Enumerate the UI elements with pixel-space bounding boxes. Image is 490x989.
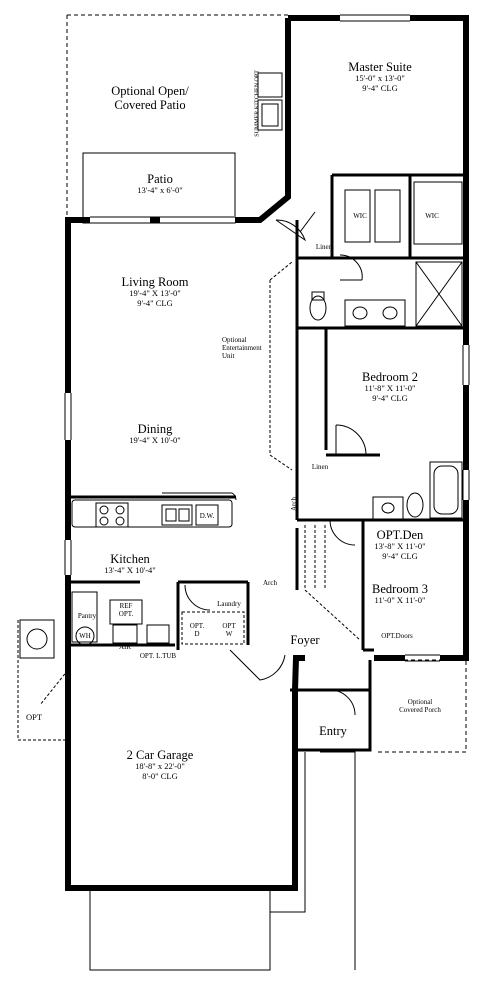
arch-kitchen-label: Arch	[263, 579, 277, 587]
living-room-name: Living Room	[121, 275, 189, 289]
entertainment-line2: Entertainment	[222, 344, 262, 353]
opt-dryer-opt: OPT.	[189, 622, 205, 630]
master-suite-size: 15'-0" x 13'-0"	[355, 73, 405, 84]
interior-walls	[68, 173, 466, 752]
wic-left-label: WIC	[353, 212, 367, 220]
entertainment-unit-outline	[269, 261, 293, 471]
garage-size: 18'-8" x 22'-0"	[135, 761, 185, 772]
linen-master-label: Linen	[315, 243, 333, 251]
garage-optional-door	[17, 620, 69, 741]
openings	[64, 14, 470, 662]
patio-label: Patio 13'-4" x 6'-0"	[100, 172, 220, 196]
windows	[64, 14, 470, 662]
porch-line1: Optional	[407, 698, 433, 706]
kitchen-label: Kitchen 13'-4" X 10'-4"	[80, 552, 180, 576]
patio-name: Patio	[147, 172, 173, 186]
optional-patio-outline	[66, 14, 288, 225]
optional-patio-line1: Optional Open/	[111, 84, 189, 98]
kitchen-size: 13'-4" X 10'-4"	[104, 565, 156, 576]
pantry-label: Pantry	[77, 612, 97, 620]
bedroom3-label: Bedroom 3 11'-0" X 11'-0"	[350, 582, 450, 606]
den-label: OPT.Den 13'-8" X 11'-0" 9'-4" CLG	[350, 528, 450, 562]
summer-kitchen-label: SUMMER KITCHEN OPT	[254, 70, 261, 137]
den-name: OPT.Den	[376, 528, 424, 542]
entry-label: Entry	[319, 724, 347, 738]
master-bath-fixtures	[309, 181, 463, 327]
opt-washer-opt: OPT	[222, 622, 236, 630]
den-size: 13'-8" X 11'-0"	[374, 541, 426, 552]
optional-den-doors	[304, 525, 361, 641]
optional-patio-label: Optional Open/ Covered Patio	[90, 84, 210, 113]
opt-garage-door-label: OPT	[25, 712, 43, 722]
garage-clg: 8'-0" CLG	[142, 771, 178, 782]
foyer-label: Foyer	[290, 633, 320, 647]
dining-name: Dining	[137, 422, 173, 436]
dining-size: 19'-4" X 10'-0"	[129, 435, 181, 446]
opt-dryer-d: D	[194, 630, 200, 639]
bedroom2-name: Bedroom 2	[362, 370, 418, 384]
opt-washer-label: OPT W	[218, 622, 240, 638]
bedroom3-name: Bedroom 3	[372, 582, 428, 596]
entertainment-label: Optional Entertainment Unit	[222, 336, 272, 360]
master-suite-name: Master Suite	[348, 60, 412, 74]
ref-label: REF OPT.	[112, 602, 140, 618]
optional-porch-outline	[376, 659, 467, 753]
garage-label: 2 Car Garage 18'-8" x 22'-0" 8'-0" CLG	[100, 748, 220, 782]
kitchen-fixtures	[19, 492, 245, 659]
entertainment-line3: Unit	[222, 352, 235, 361]
bedroom2-label: Bedroom 2 11'-8" X 11'-0" 9'-4" CLG	[330, 370, 450, 404]
optional-patio-line2: Covered Patio	[114, 98, 186, 113]
opt-washer-w: W	[225, 630, 233, 639]
entertainment-line1: Optional	[222, 336, 247, 344]
bedroom2-size: 11'-8" X 11'-0"	[364, 383, 416, 394]
driveway	[89, 751, 356, 971]
wic-right-label: WIC	[425, 212, 439, 220]
ref-text: REF	[119, 602, 133, 610]
opt-doors-label: OPT.Doors	[381, 632, 413, 640]
dw-label: D.W.	[199, 512, 215, 520]
wh-label: WH	[79, 632, 91, 640]
bedroom2-clg: 9'-4" CLG	[372, 393, 408, 404]
dining-label: Dining 19'-4" X 10'-0"	[95, 422, 215, 446]
porch-label: Optional Covered Porch	[380, 698, 460, 714]
porch-line2: Covered Porch	[399, 706, 441, 715]
linen-hall-label: Linen	[311, 463, 329, 471]
master-suite-clg: 9'-4" CLG	[362, 83, 398, 94]
den-clg: 9'-4" CLG	[382, 551, 418, 562]
arch-hall-label: Arch	[289, 497, 298, 512]
patio-size: 13'-4" x 6'-0"	[137, 185, 183, 196]
living-room-clg: 9'-4" CLG	[137, 298, 173, 309]
bedroom3-size: 11'-0" X 11'-0"	[374, 595, 426, 606]
kitchen-name: Kitchen	[110, 552, 150, 566]
door-swings	[184, 211, 367, 716]
opt-dryer-label: OPT. D	[186, 622, 208, 638]
bath2-fixtures	[372, 461, 463, 520]
living-room-size: 19'-4" X 13'-0"	[129, 288, 181, 299]
garage-name: 2 Car Garage	[126, 748, 194, 762]
living-room-label: Living Room 19'-4" X 13'-0" 9'-4" CLG	[95, 275, 215, 309]
ref-opt-text: OPT.	[118, 610, 134, 619]
master-suite-label: Master Suite 15'-0" x 13'-0" 9'-4" CLG	[320, 60, 440, 94]
laundry-label: Laundry	[217, 600, 241, 608]
air-label: AIR	[118, 643, 132, 651]
summer-kitchen-fixtures	[257, 72, 283, 131]
opt-lt-tub-label: OPT. L.TUB	[139, 652, 177, 660]
